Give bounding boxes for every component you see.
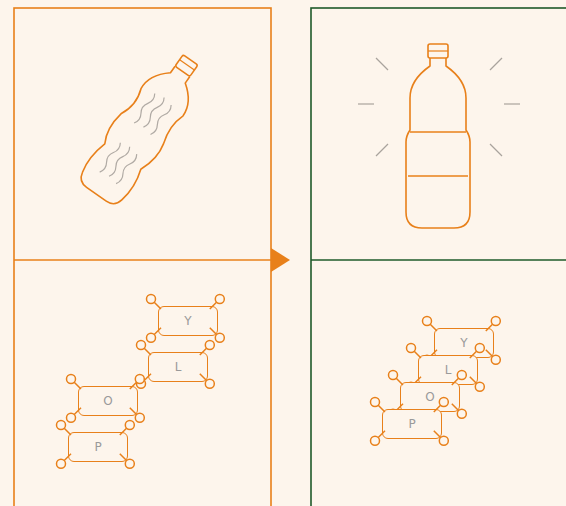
molecule-unit: O [400, 382, 460, 412]
before-panel [14, 8, 271, 506]
monomer-letter: L [445, 364, 452, 376]
panel-divider [311, 259, 566, 261]
monomer-letter: P [94, 441, 101, 453]
molecule-unit: O [78, 386, 138, 416]
molecule-unit: L [148, 352, 208, 382]
after-panel [311, 8, 566, 506]
crumpled-bottle [74, 44, 213, 210]
sparkle-lines [358, 58, 520, 156]
monomer-letter: Y [460, 337, 467, 349]
monomer-letter: O [103, 395, 112, 407]
molecule-unit: P [382, 409, 442, 439]
molecule-unit: Y [434, 328, 494, 358]
molecule-unit: L [418, 355, 478, 385]
monomer-letter: O [425, 391, 434, 403]
transition-arrow [271, 248, 290, 272]
clean-bottle [406, 44, 470, 228]
molecule-unit: Y [158, 306, 218, 336]
monomer-letter: P [408, 418, 415, 430]
molecule-unit: P [68, 432, 128, 462]
monomer-letter: L [175, 361, 182, 373]
monomer-letter: Y [184, 315, 191, 327]
panel-divider [14, 259, 271, 261]
